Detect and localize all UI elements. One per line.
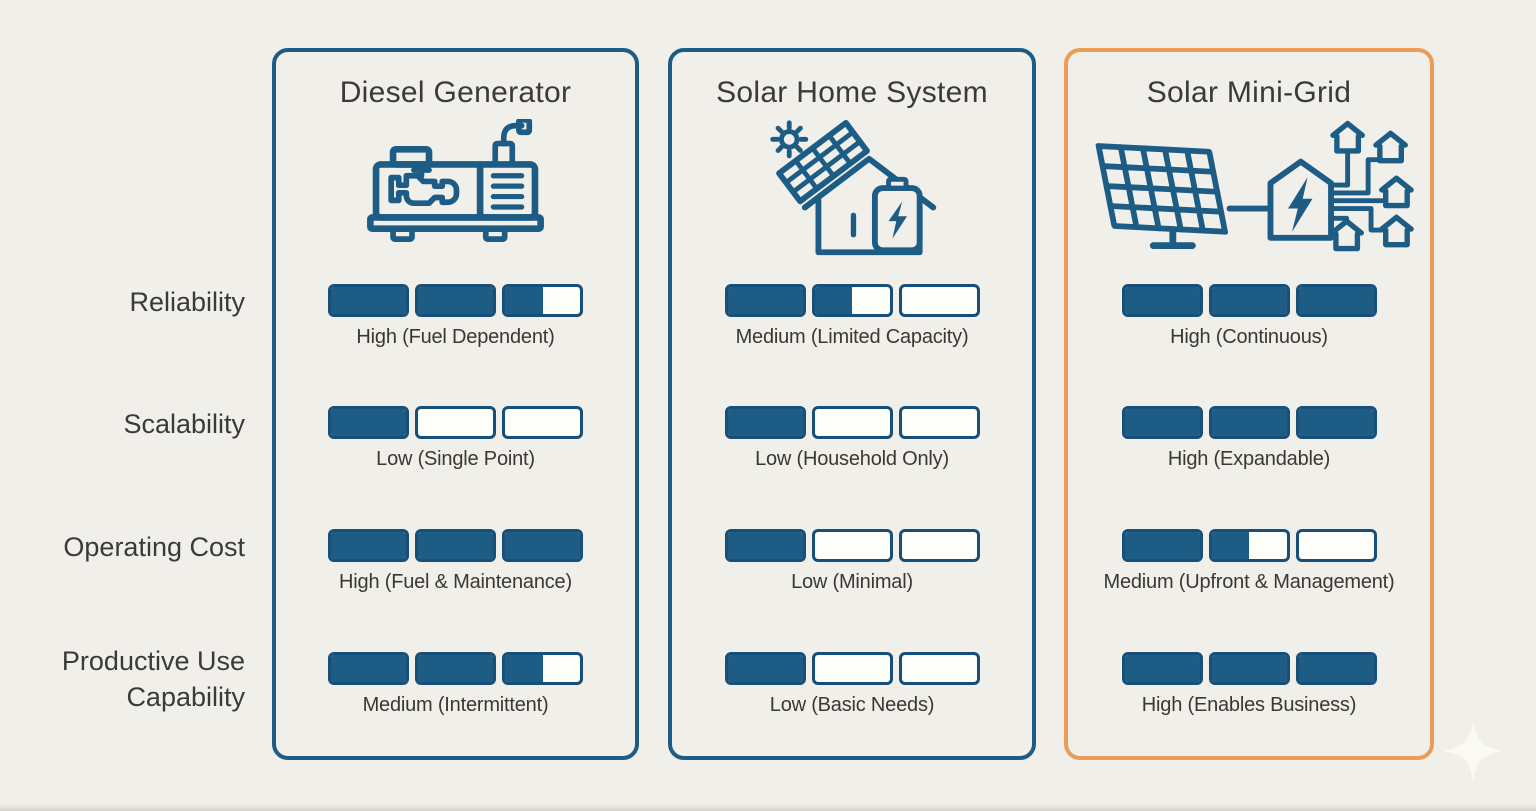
- card-title: Solar Home System: [716, 76, 988, 109]
- rating-segment: [415, 284, 496, 317]
- rating-caption: High (Fuel Dependent): [356, 326, 555, 348]
- rating-bar: [276, 284, 635, 317]
- rating-bar: [672, 284, 1032, 317]
- rating-segment: [415, 652, 496, 685]
- rating-segment: [328, 652, 409, 685]
- rating-bar: [276, 652, 635, 685]
- rating-segment: [1295, 529, 1377, 562]
- rating-segment: [328, 406, 409, 439]
- rating-segment: [811, 406, 893, 439]
- rating-bar: [672, 529, 1032, 562]
- rating-shs-operating-cost: Low (Minimal): [672, 529, 1032, 594]
- rating-segment: [1121, 529, 1203, 562]
- rating-caption: Low (Basic Needs): [769, 694, 935, 716]
- rating-segment: [1295, 284, 1377, 317]
- rating-segment: [328, 284, 409, 317]
- criterion-label-productive-use: Productive Use Capability: [61, 646, 245, 712]
- rating-diesel-operating-cost: High (Fuel & Maintenance): [276, 529, 635, 594]
- rating-caption: Low (Minimal): [791, 571, 913, 593]
- rating-shs-productive-use: Low (Basic Needs): [672, 652, 1032, 717]
- diesel-generator-icon: [276, 116, 635, 262]
- rating-bar: [1068, 652, 1430, 685]
- rating-caption: High (Continuous): [1170, 326, 1328, 348]
- card-diesel-generator: Diesel Generator: [272, 48, 639, 760]
- rating-shs-reliability: Medium (Limited Capacity): [672, 284, 1032, 349]
- card-title: Solar Mini-Grid: [1146, 76, 1352, 109]
- rating-shs-scalability: Low (Household Only): [672, 406, 1032, 471]
- rating-segment: [415, 529, 496, 562]
- rating-segment: [328, 529, 409, 562]
- rating-bar: [1068, 406, 1430, 439]
- rating-segment: [898, 529, 980, 562]
- rating-caption: Medium (Upfront & Management): [1103, 571, 1395, 593]
- rating-caption: High (Expandable): [1167, 448, 1331, 470]
- criterion-label-scalability: Scalability: [123, 409, 245, 439]
- rating-segment: [724, 406, 806, 439]
- criterion-label-operating-cost: Operating Cost: [63, 532, 245, 562]
- rating-segment: [724, 652, 806, 685]
- solar-mini-grid-icon: [1068, 116, 1430, 262]
- solar-home-system-icon: [672, 116, 1032, 262]
- rating-caption: Medium (Limited Capacity): [735, 326, 969, 348]
- rating-minigrid-reliability: High (Continuous): [1068, 284, 1430, 349]
- rating-segment: [1121, 284, 1203, 317]
- rating-caption: Medium (Intermittent): [362, 694, 549, 716]
- rating-segment: [898, 406, 980, 439]
- rating-bar: [276, 406, 635, 439]
- card-solar-mini-grid: Solar Mini-Grid: [1064, 48, 1434, 760]
- bottom-edge-shadow: [0, 804, 1536, 811]
- criterion-label-reliability: Reliability: [129, 287, 245, 317]
- rating-segment: [811, 529, 893, 562]
- rating-bar: [276, 529, 635, 562]
- rating-caption: High (Enables Business): [1141, 694, 1357, 716]
- rating-segment: [898, 652, 980, 685]
- rating-segment: [811, 652, 893, 685]
- card-solar-home-system: Solar Home System: [668, 48, 1036, 760]
- card-title: Diesel Generator: [339, 76, 572, 109]
- rating-caption: High (Fuel & Maintenance): [339, 571, 572, 593]
- rating-segment: [1208, 284, 1290, 317]
- rating-segment: [502, 529, 583, 562]
- rating-segment: [1208, 529, 1290, 562]
- rating-segment: [724, 284, 806, 317]
- rating-segment: [1295, 406, 1377, 439]
- rating-segment: [1295, 652, 1377, 685]
- rating-bar: [672, 652, 1032, 685]
- rating-segment: [1121, 406, 1203, 439]
- rating-diesel-reliability: High (Fuel Dependent): [276, 284, 635, 349]
- rating-caption: Low (Household Only): [755, 448, 949, 470]
- rating-bar: [1068, 529, 1430, 562]
- rating-segment: [898, 284, 980, 317]
- rating-segment: [1121, 652, 1203, 685]
- rating-caption: Low (Single Point): [376, 448, 535, 470]
- rating-minigrid-scalability: High (Expandable): [1068, 406, 1430, 471]
- rating-segment: [811, 284, 893, 317]
- rating-segment: [1208, 652, 1290, 685]
- rating-minigrid-productive-use: High (Enables Business): [1068, 652, 1430, 717]
- rating-segment: [502, 652, 583, 685]
- rating-bar: [672, 406, 1032, 439]
- rating-segment: [1208, 406, 1290, 439]
- rating-diesel-scalability: Low (Single Point): [276, 406, 635, 471]
- rating-segment: [502, 406, 583, 439]
- rating-diesel-productive-use: Medium (Intermittent): [276, 652, 635, 717]
- rating-minigrid-operating-cost: Medium (Upfront & Management): [1068, 529, 1430, 594]
- rating-segment: [415, 406, 496, 439]
- rating-segment: [724, 529, 806, 562]
- sparkle-icon: [1443, 721, 1503, 786]
- rating-segment: [502, 284, 583, 317]
- rating-bar: [1068, 284, 1430, 317]
